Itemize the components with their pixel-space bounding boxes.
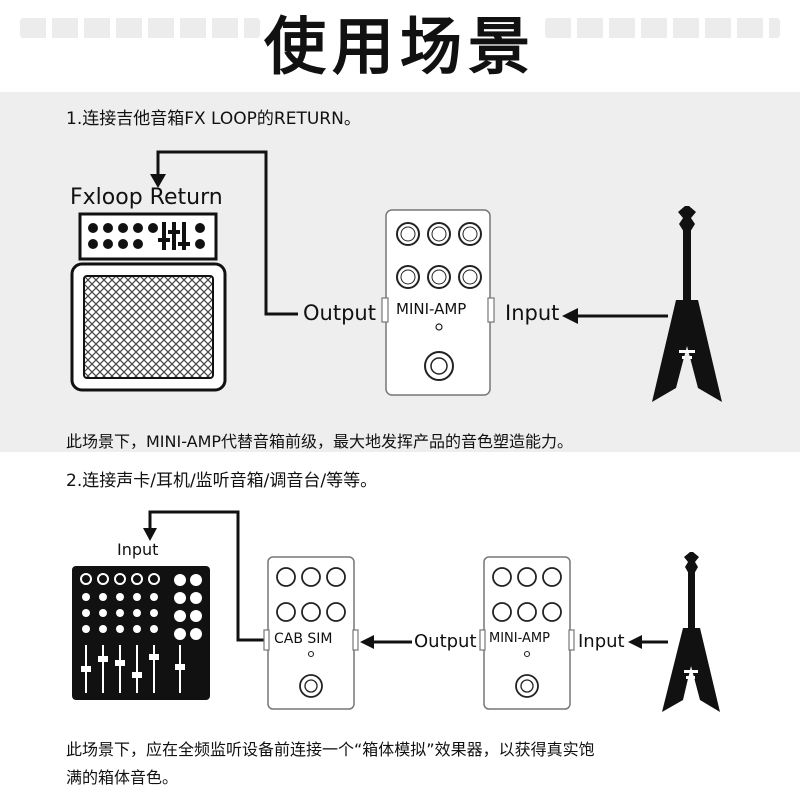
mixer-icon [72, 566, 210, 700]
guitar-icon [662, 552, 720, 712]
arrowhead-left-icon [628, 635, 642, 649]
scene1-caption: 此场景下，MINI-AMP代替音箱前级，最大地发挥产品的音色塑造能力。 [66, 432, 574, 451]
arrowhead-left-icon [562, 308, 578, 324]
mini-amp-name: MINI-AMP [487, 631, 552, 646]
title-decor-left [20, 18, 260, 38]
scene2-caption-line1: 此场景下，应在全频监听设备前连接一个“箱体模拟”效果器，以获得真实饱 [66, 740, 595, 759]
signal-arrow-to-amp [156, 150, 298, 316]
amp-head-icon [78, 212, 218, 261]
cab-sim-name: CAB SIM [272, 631, 335, 647]
scene2-caption-line2: 满的箱体音色。 [66, 768, 179, 787]
scene1-input-label: Input [505, 301, 560, 325]
arrowhead-down-icon [150, 174, 166, 188]
amp-fxloop-label: Fxloop Return [70, 185, 223, 210]
mini-amp-name: MINI-AMP [394, 300, 469, 318]
arrowhead-down-icon [143, 528, 157, 541]
amp-cabinet-icon [70, 262, 227, 392]
scene1-heading: 1.连接吉他音箱FX LOOP的RETURN。 [66, 109, 361, 129]
arrowhead-left-icon [360, 635, 374, 649]
scene2-input-label: Input [578, 631, 625, 652]
mixer-input-label: Input [117, 540, 159, 559]
guitar-icon [652, 206, 722, 402]
scene2-heading: 2.连接声卡/耳机/监听音箱/调音台/等等。 [66, 471, 378, 491]
signal-arrow-to-mixer [148, 510, 264, 642]
page-title: 使用场景 [263, 10, 536, 83]
scene1-output-label: Output [303, 301, 376, 325]
title-decor-right [545, 18, 780, 38]
scene2-output-label: Output [414, 631, 477, 652]
